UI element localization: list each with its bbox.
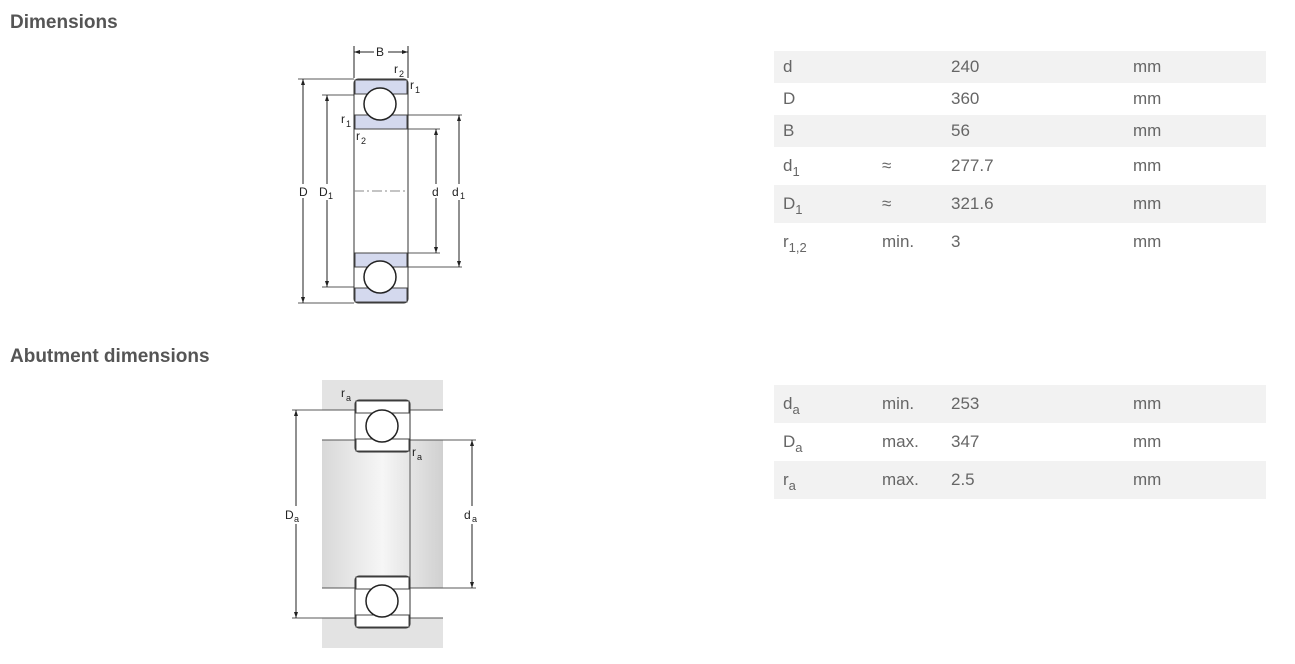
label-Da: D <box>285 508 294 522</box>
label-B: B <box>376 45 384 59</box>
dimensions-table: d 240 mm D 360 mm B 56 mm d1 ≈ 277.7 mm … <box>774 51 1266 261</box>
svg-text:a: a <box>472 514 477 524</box>
table-row: d 240 mm <box>774 51 1266 83</box>
label-ra-right: r <box>412 445 416 459</box>
label-r1-top: r <box>410 78 414 92</box>
label-d: d <box>432 185 439 199</box>
svg-text:a: a <box>346 393 351 403</box>
table-row: da min. 253 mm <box>774 385 1266 423</box>
label-r1-left: r <box>341 112 345 126</box>
label-D: D <box>299 185 308 199</box>
table-row: D 360 mm <box>783 89 1162 108</box>
svg-text:2: 2 <box>399 69 404 79</box>
label-da: d <box>464 508 471 522</box>
label-ra-top: r <box>341 386 345 400</box>
svg-text:a: a <box>294 514 299 524</box>
abutment-dimension-drawing: D a d a r a r a <box>284 380 482 648</box>
abutment-table: da min. 253 mm Da max. 347 mm ra max. 2.… <box>774 385 1266 499</box>
svg-text:1: 1 <box>346 119 351 129</box>
dimensions-title: Dimensions <box>10 12 118 33</box>
label-r2-top: r <box>394 62 398 76</box>
table-row: Da max. 347 mm <box>783 432 1162 455</box>
table-row: D1 ≈ 321.6 mm <box>774 185 1266 223</box>
label-d1: d <box>452 185 459 199</box>
svg-text:1: 1 <box>460 191 465 201</box>
abutment-title: Abutment dimensions <box>10 346 210 367</box>
table-row: d1 ≈ 277.7 mm <box>783 156 1162 179</box>
svg-text:2: 2 <box>361 136 366 146</box>
table-row: r1,2 min. 3 mm <box>783 232 1162 255</box>
label-r2-bottom: r <box>356 129 360 143</box>
table-row: ra max. 2.5 mm <box>774 461 1266 499</box>
label-D1: D <box>319 185 328 199</box>
table-row: B 56 mm <box>774 115 1266 147</box>
bearing-dimension-drawing: B D D 1 d d 1 r 2 r 1 r 1 r 2 <box>297 45 468 304</box>
svg-text:1: 1 <box>415 85 420 95</box>
svg-text:1: 1 <box>328 191 333 201</box>
svg-text:a: a <box>417 452 422 462</box>
